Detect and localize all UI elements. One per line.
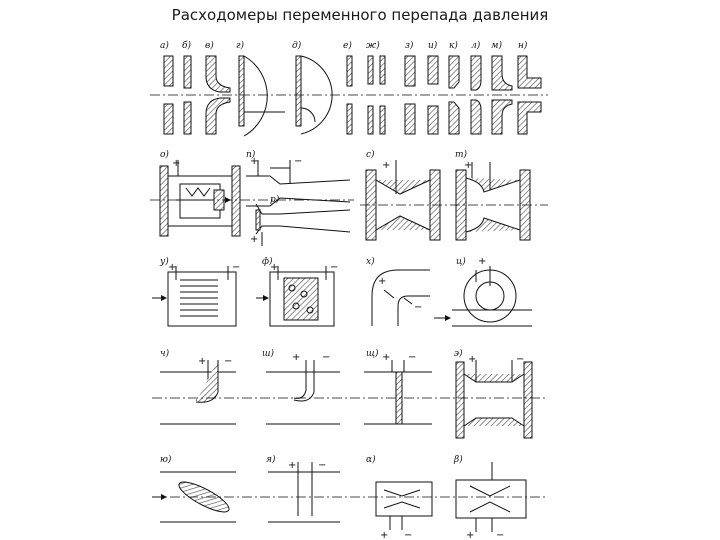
sign-s-plus: + [382,160,390,171]
label-f: ф) [262,256,273,267]
sign-p-plus: + [250,156,258,167]
label-e: е) [343,40,352,51]
label-z: з) [405,40,414,51]
label-l: л) [471,40,481,51]
label-u: у) [159,256,169,267]
orifice-profiles-row [163,55,542,137]
label-shch: щ) [366,348,379,359]
label-h: х) [366,256,375,267]
elbow-meter-h [371,269,430,326]
label-ch: ч) [160,348,170,359]
sign-ch-plus: + [198,356,206,367]
sign-ya-plus: + [288,460,296,471]
sign-beta-plus: + [466,530,474,540]
row2-labels: о) п) р) с) т) [160,149,468,205]
pitot-tube-ch [160,360,236,425]
sign-u-plus: + [168,262,176,273]
label-g: г) [236,40,245,51]
sign-ya-minus: − [318,460,326,471]
label-m: м) [491,40,502,51]
sign-shch-minus: − [408,352,416,363]
flanged-nozzle-e [455,360,533,439]
label-t: т) [455,149,468,160]
label-i: и) [428,40,438,51]
porous-element-f [256,266,335,327]
row3-labels: у) ф) х) ц) [159,256,466,267]
label-p: п) [246,149,256,160]
label-o: о) [160,149,169,160]
label-r: р) [270,194,280,205]
sign-alpha-minus: − [404,530,412,540]
airfoil-meter-yu [160,471,236,523]
label-v: в) [205,40,214,51]
pitot-tube-ya [268,462,340,523]
label-d: д) [292,40,302,51]
pitot-tube-shch [364,360,432,425]
venturi-t [455,162,531,241]
label-s: с) [366,149,375,160]
row1-labels: а) б) в) г) д) е) ж) з) и) к) л) м) н) [160,40,528,51]
label-sh: ш) [262,348,275,359]
venturi-r [255,203,351,246]
row5-labels: ю) я) α) β) [160,454,463,465]
page-title: Расходомеры переменного перепада давлени… [171,6,549,24]
sign-u-minus: − [232,262,240,273]
label-b: б) [182,40,191,51]
label-e2: э) [454,348,463,359]
sign-f-minus: − [330,262,338,273]
sign-r-plus: + [250,234,258,245]
label-beta: β) [453,454,463,465]
label-a: а) [160,40,169,51]
valve-flowmeter-o [159,160,241,237]
label-zh: ж) [366,40,380,51]
sign-h-plus: + [378,276,386,287]
label-yu: ю) [160,454,172,465]
venturi-s [365,160,441,241]
venturi-beta [455,462,527,532]
sign-ts-plus: + [478,256,486,267]
venturi-alpha [375,481,433,530]
sign-o-plus: + [172,158,180,169]
label-ya: я) [266,454,276,465]
sign-ch-minus: − [224,356,232,367]
label-ts: ц) [456,256,466,267]
centrifugal-meter-ts [434,266,532,327]
sign-e-plus: + [468,354,476,365]
sign-sh-plus: + [292,352,300,363]
pitot-tube-sh [266,360,340,425]
sign-h-minus: − [414,302,422,313]
label-k: к) [449,40,458,51]
row4-labels: ч) ш) щ) э) [160,348,463,359]
sign-shch-plus: + [382,352,390,363]
laminar-element-u [152,266,237,327]
sign-sh-minus: − [322,352,330,363]
sign-e-minus: − [516,354,524,365]
label-alpha: α) [366,454,376,465]
sign-alpha-plus: + [380,530,388,540]
sign-f-plus: + [270,262,278,273]
sign-t-plus: + [464,160,472,171]
sign-beta-minus: − [496,530,504,540]
label-n: н) [518,40,528,51]
sign-p-minus: − [294,156,302,167]
